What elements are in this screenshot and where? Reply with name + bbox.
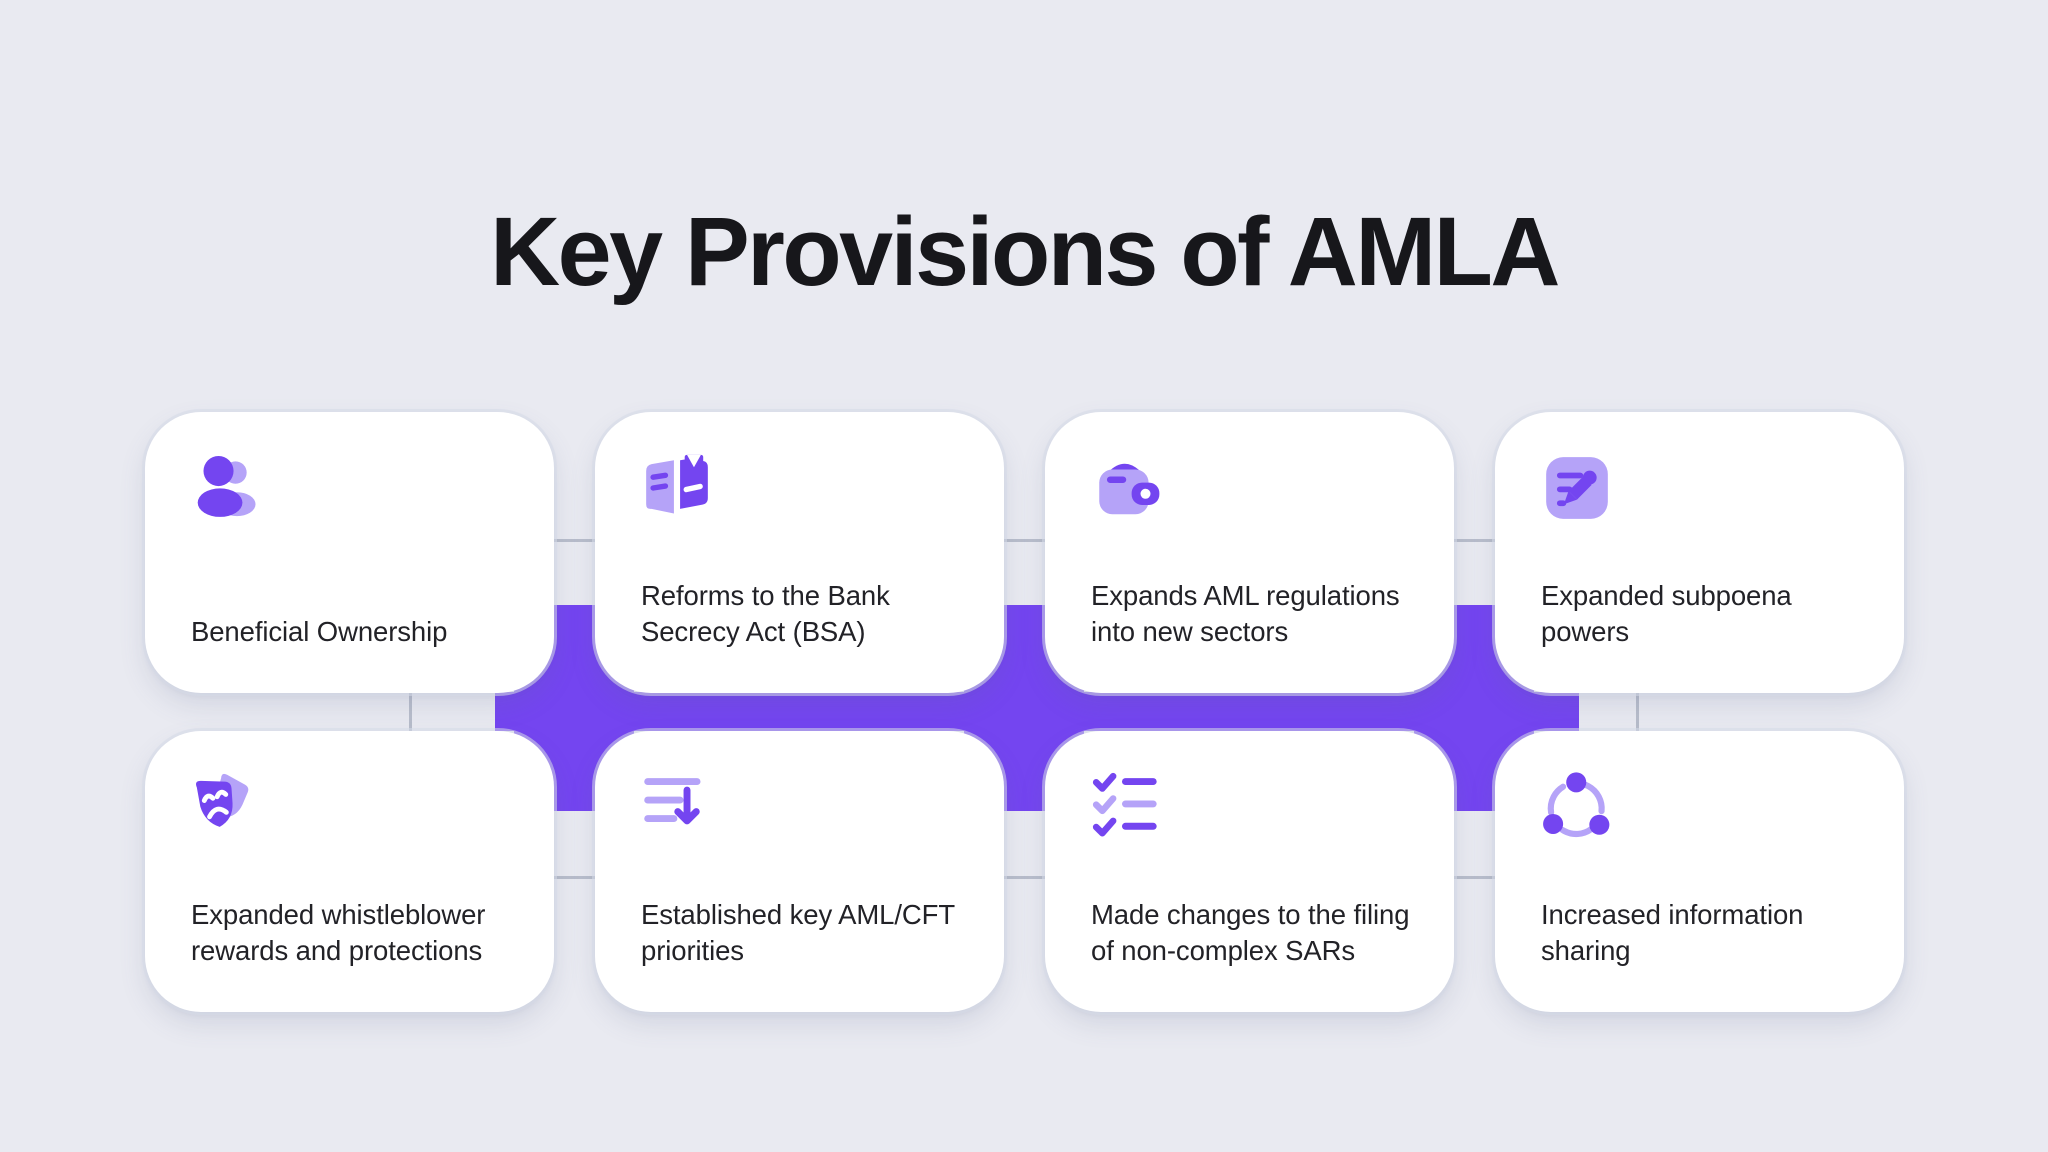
card-bsa-reforms: Reforms to the Bank Secrecy Act (BSA) bbox=[595, 412, 1004, 693]
connector-line bbox=[554, 876, 595, 879]
card-aml-expansion: Expands AML regulations into new sectors bbox=[1045, 412, 1454, 693]
card-label: Established key AML/CFT priorities bbox=[641, 899, 955, 966]
connector-line bbox=[409, 691, 412, 731]
card-label: Expanded whistleblower rewards and prote… bbox=[191, 899, 486, 966]
connector-line bbox=[1454, 539, 1495, 542]
card-label: Increased information sharing bbox=[1541, 899, 1804, 966]
theater-masks-icon bbox=[196, 773, 249, 827]
card-beneficial-ownership: Beneficial Ownership bbox=[145, 412, 554, 693]
card-label: Beneficial Ownership bbox=[191, 615, 448, 647]
open-book-icon bbox=[646, 454, 708, 514]
connector-line bbox=[1636, 691, 1639, 731]
people-icon bbox=[197, 456, 256, 517]
connector-line bbox=[1004, 876, 1045, 879]
connector-line bbox=[1004, 539, 1045, 542]
card-whistleblower: Expanded whistleblower rewards and prote… bbox=[145, 731, 554, 1012]
sorted-list-arrow-icon bbox=[644, 778, 701, 825]
card-aml-cft-priorities: Established key AML/CFT priorities bbox=[595, 731, 1004, 1012]
checklist-icon bbox=[1092, 772, 1157, 837]
page-title: Key Provisions of AMLA bbox=[490, 197, 1560, 306]
connector-line bbox=[1454, 876, 1495, 879]
connector-line bbox=[554, 539, 595, 542]
card-sar-filing: Made changes to the filing of non-comple… bbox=[1045, 731, 1454, 1012]
card-label: Reforms to the Bank Secrecy Act (BSA) bbox=[641, 580, 890, 647]
card-label: Expands AML regulations into new sectors bbox=[1091, 580, 1400, 647]
wallet-icon bbox=[1099, 463, 1160, 515]
card-label: Expanded subpoena powers bbox=[1541, 580, 1792, 647]
card-label: Made changes to the filing of non-comple… bbox=[1091, 899, 1410, 966]
card-subpoena-powers: Expanded subpoena powers bbox=[1495, 412, 1904, 693]
card-information-sharing: Increased information sharing bbox=[1495, 731, 1904, 1012]
note-pencil-icon bbox=[1546, 457, 1608, 519]
share-network-icon bbox=[1543, 772, 1610, 838]
